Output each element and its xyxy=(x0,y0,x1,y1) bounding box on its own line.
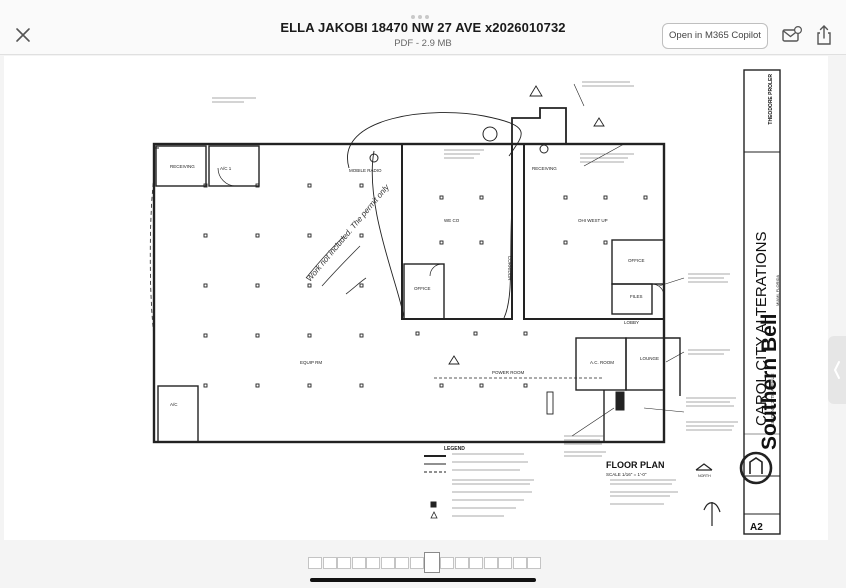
page-thumbnail[interactable] xyxy=(454,557,469,569)
page-thumbnail[interactable] xyxy=(483,557,498,569)
side-panel-toggle[interactable] xyxy=(828,336,846,404)
document-page[interactable]: RECEIVING A/C 1 MOBILE RADIO WE CO EQUIP… xyxy=(4,56,828,540)
chevron-left-icon xyxy=(833,361,840,379)
page-thumbnail-strip[interactable] xyxy=(308,552,541,573)
north-arrow-label: NORTH xyxy=(698,474,711,478)
document-meta: PDF - 2.9 MB xyxy=(394,38,452,49)
share-button[interactable] xyxy=(813,23,835,47)
page-thumbnail[interactable] xyxy=(469,557,483,569)
project-name: CAROL CITY ALTERATIONS xyxy=(753,232,770,427)
room-label-ac1: A/C 1 xyxy=(220,166,232,171)
room-label-we-co: WE CO xyxy=(444,218,460,223)
floor-plan-drawing: RECEIVING A/C 1 MOBILE RADIO WE CO EQUIP… xyxy=(149,69,781,535)
room-label-equip-rm: EQUIP RM xyxy=(300,360,322,365)
page-thumbnail[interactable] xyxy=(512,557,527,569)
room-label-office: OFFICE xyxy=(628,258,645,263)
room-label-office-2: OFFICE xyxy=(414,286,431,291)
room-label-lobby: LOBBY xyxy=(624,320,639,325)
page-thumbnail[interactable] xyxy=(409,557,424,569)
architect-name: THEODORE PROLER xyxy=(768,74,774,125)
room-label-lounge: LOUNGE xyxy=(640,356,659,361)
close-button[interactable] xyxy=(12,24,34,46)
room-label-bell-receiving: RECEIVING xyxy=(532,166,557,171)
page-thumbnail[interactable] xyxy=(380,557,395,569)
room-label-power-room: POWER ROOM xyxy=(492,370,525,375)
share-icon xyxy=(817,25,831,45)
mail-button[interactable] xyxy=(780,24,803,46)
company-name: Southern Bell xyxy=(758,313,781,450)
page-thumbnail[interactable] xyxy=(395,557,409,569)
home-indicator xyxy=(310,578,536,582)
top-bar: ELLA JAKOBI 18470 NW 27 AVE x2026010732 … xyxy=(0,0,846,55)
room-label-mobile-radio: MOBILE RADIO xyxy=(349,168,382,173)
sheet-number: A2 xyxy=(750,522,763,533)
close-icon xyxy=(16,28,30,42)
page-thumbnail[interactable] xyxy=(424,552,440,573)
room-label-corridor: CORRIDOR xyxy=(507,256,512,281)
handwritten-note: Work not included. The permit only xyxy=(305,182,392,283)
grabber-handle[interactable] xyxy=(411,6,435,19)
project-city: MIAMI, FLORIDA xyxy=(775,275,780,306)
page-thumbnail[interactable] xyxy=(351,557,366,569)
page-thumbnail[interactable] xyxy=(498,557,512,569)
room-label-ac-room: A.C. ROOM xyxy=(590,360,614,365)
room-label-files: FILES xyxy=(630,294,643,299)
page-thumbnail[interactable] xyxy=(337,557,351,569)
page-thumbnail[interactable] xyxy=(527,557,541,569)
project-address: 18470 NW 27TH AVENUE xyxy=(770,373,775,426)
document-title: ELLA JAKOBI 18470 NW 27 AVE x2026010732 xyxy=(280,20,566,35)
room-label-ohi-west: OHI WEST UP xyxy=(578,218,608,223)
page-thumbnail[interactable] xyxy=(366,557,380,569)
page-thumbnail[interactable] xyxy=(322,557,337,569)
page-thumbnail[interactable] xyxy=(308,557,322,569)
room-label-ac-2: A/C xyxy=(170,402,178,407)
open-in-copilot-button[interactable]: Open in M365 Copilot xyxy=(662,23,768,49)
room-label-receiving: RECEIVING xyxy=(170,164,195,169)
sheet-title: FLOOR PLAN xyxy=(606,460,665,470)
sheet-scale: SCALE 1/16" = 1'-0" xyxy=(606,472,647,477)
page-thumbnail[interactable] xyxy=(440,557,454,569)
legend-title: LEGEND xyxy=(444,446,465,452)
mail-badge-icon xyxy=(782,25,803,42)
